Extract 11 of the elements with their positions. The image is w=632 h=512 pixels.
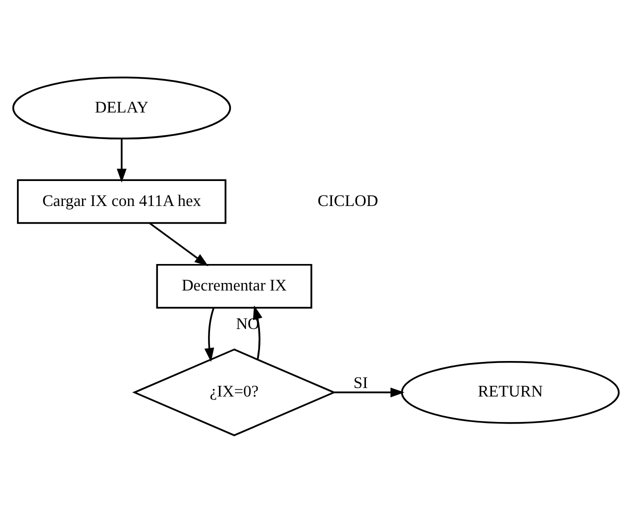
edge-label: SI — [353, 374, 368, 392]
arrow — [204, 307, 214, 362]
arrow — [116, 138, 127, 182]
node-box: Cargar IX con 411A hex — [16, 178, 226, 224]
node-box: Decrementar IX — [156, 263, 312, 308]
arrow — [252, 304, 262, 359]
arrow — [148, 222, 208, 266]
arrow — [334, 387, 404, 397]
label: CICLOD — [318, 191, 378, 210]
node-ellipse: DELAY — [12, 76, 232, 139]
node-ellipse: RETURN — [400, 360, 620, 424]
